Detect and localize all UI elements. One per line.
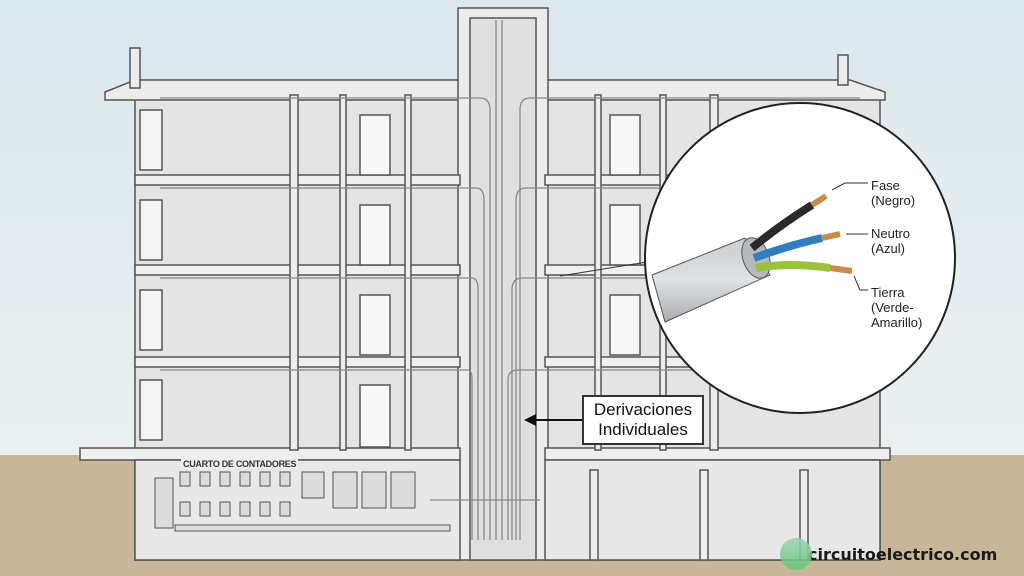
derivaciones-callout: Derivaciones Individuales <box>582 395 704 445</box>
fase-label: Fase (Negro) <box>871 178 915 208</box>
watermark: circuitoelectrico.com <box>780 538 997 570</box>
meter-room-label: CUARTO DE CONTADORES <box>181 459 299 469</box>
meter-room <box>154 471 451 532</box>
watermark-text: circuitoelectrico.com <box>808 544 998 564</box>
neutro-name: Neutro <box>871 226 911 241</box>
callout-line-2: Individuales <box>598 420 688 439</box>
callout-arrow <box>524 414 582 426</box>
fase-wire <box>749 201 815 252</box>
tierra-color-1: (Verde- <box>871 300 914 315</box>
cable-detail-magnifier <box>559 102 956 414</box>
conduit-bundle <box>160 20 860 540</box>
cable-sheath <box>651 237 771 323</box>
neutro-color: (Azul) <box>871 241 905 256</box>
brand-logo-icon <box>780 538 812 570</box>
tierra-wire <box>755 261 831 272</box>
neutro-wire <box>752 234 823 262</box>
fase-color: (Negro) <box>871 193 916 208</box>
fase-name: Fase <box>871 178 900 193</box>
tierra-label: Tierra (Verde- Amarillo) <box>871 285 922 330</box>
neutro-label: Neutro (Azul) <box>871 226 910 256</box>
tierra-name: Tierra <box>871 285 905 300</box>
callout-line-1: Derivaciones <box>593 400 693 419</box>
tierra-color-2: Amarillo) <box>871 315 923 330</box>
